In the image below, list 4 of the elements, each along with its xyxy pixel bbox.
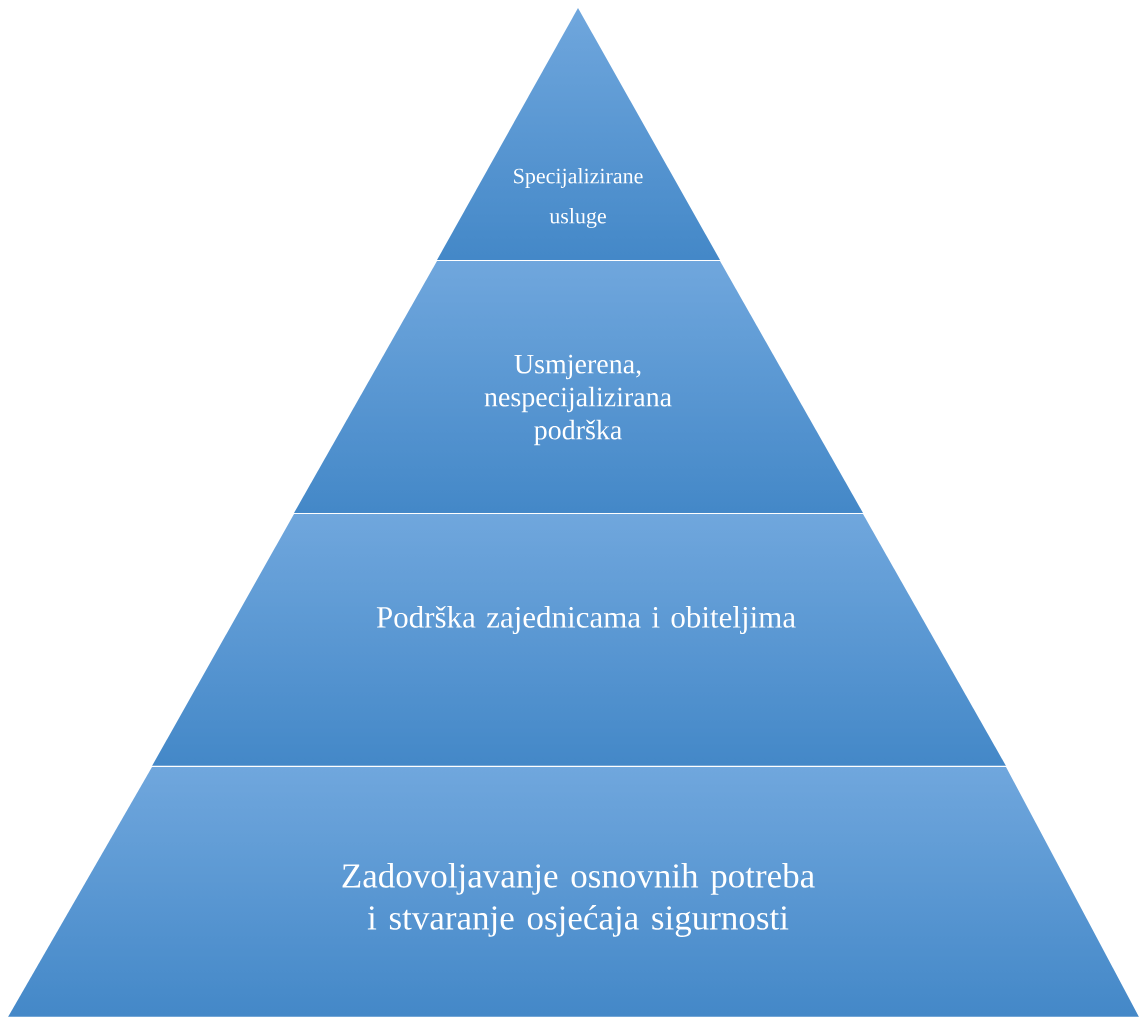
pyramid-level: Specijalizirane usluge bbox=[514, 168, 643, 228]
pyramid-level: Zadovoljavanje osnovnih potreba i stvaranje osjećaja sigurnosti bbox=[342, 863, 815, 937]
pyramid-level: Podrška zajednicama i obiteljima bbox=[376, 605, 796, 635]
pyramid-level: Usmjerena, nespecijalizirana podrška bbox=[484, 354, 672, 446]
